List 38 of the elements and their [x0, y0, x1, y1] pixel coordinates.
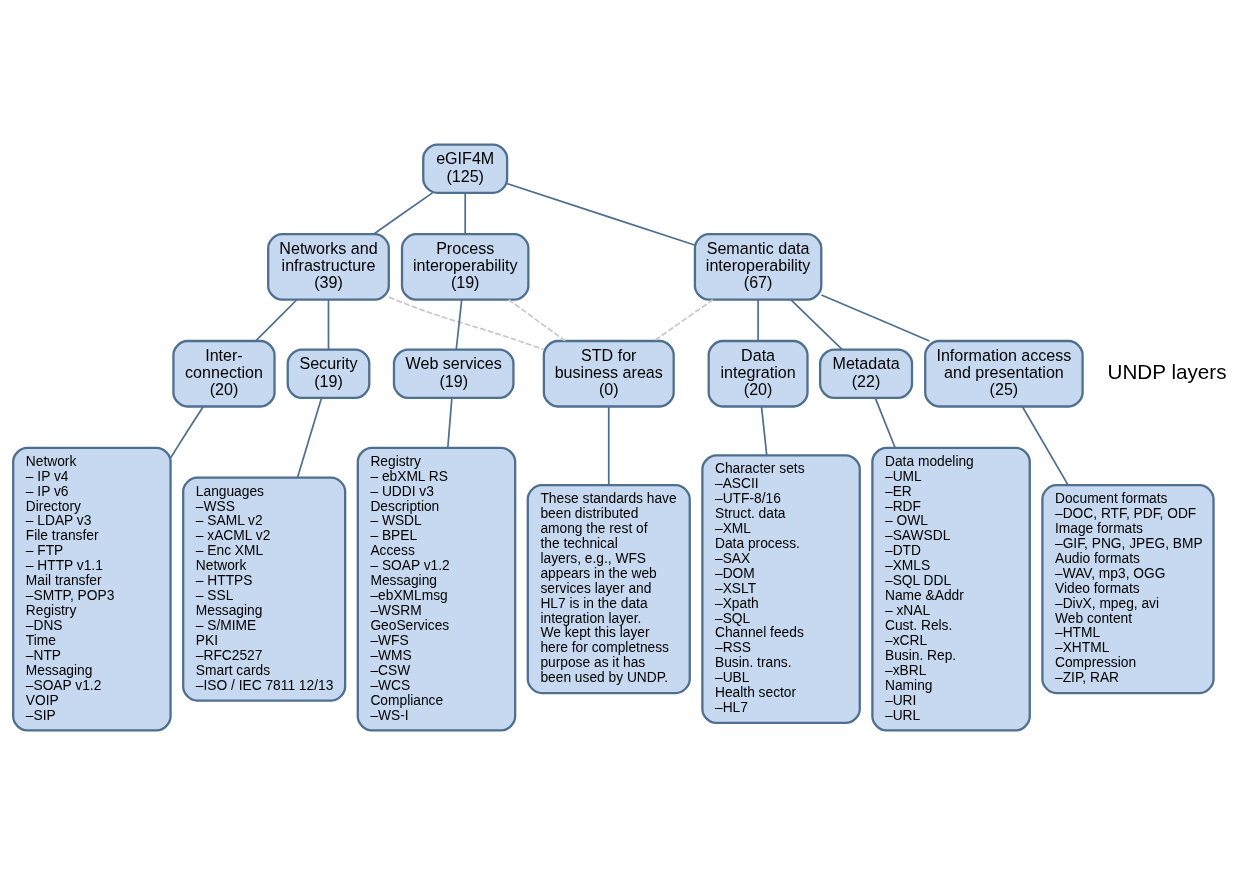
- connector: [789, 298, 843, 351]
- node-box: eGIF4M (125): [422, 143, 509, 194]
- connector: [464, 192, 467, 235]
- connector: [1021, 405, 1069, 486]
- connector: [874, 397, 896, 449]
- connector: [757, 299, 759, 342]
- node-box: Networks and infrastructure (39): [267, 233, 390, 301]
- connector: [607, 405, 610, 486]
- node-box: Languages –WSS – SAML v2 – xACML v2 – Enc XML Network – HTTPS – SSL Messaging – S/MIME PKI –RFC2527 Smart cards –ISO / IEC 7811 12/13: [182, 476, 347, 702]
- node-box: Inter-connection (20): [172, 339, 276, 408]
- node-box: Network – IP v4 – IP v6 Directory – LDAP v3 File transfer – FTP – HTTP v1.1 Mail transfer –SMTP, POP3 Registry –DNS Time –NTP Messaging –SOAP v1.2 VOIP –SIP: [12, 446, 172, 732]
- connector: [455, 299, 463, 351]
- node-box: Registry – ebXML RS – UDDI v3 Description – WSDL – BPEL Access – SOAP v1.2 Messaging –ebXMLmsg –WSRM GeoServices –WFS –WMS –CSW –WCS Compliance –WS-I: [356, 446, 517, 732]
- connector: [388, 296, 545, 351]
- connector: [506, 182, 696, 246]
- connector: [327, 299, 330, 351]
- connector: [760, 405, 768, 456]
- node-box: Character sets –ASCII –UTF-8/16 Struct. data –XML Data process. –SAX –DOM –XSLT –Xpath –SQL Channel feeds –RSS Busin. trans. –UBL Health sector –HL7: [701, 454, 861, 725]
- connector: [820, 294, 931, 342]
- node-box: Process interoperability (19): [400, 233, 530, 301]
- node-box: Web services (19): [392, 348, 515, 399]
- node-box: Data modeling –UML –ER –RDF – OWL –SAWSDL –DTD –XMLS –SQL DDL Name &Addr – xNAL Cust. Rels. –xCRL Busin. Rep. –xBRL Naming –URI –URL: [871, 446, 1031, 732]
- node-box: These standards have been distributed among the rest of the technical layers, e.g., WFS appears in the web services layer and HL7 is in the data integration layer. We kept this layer here for completness purpose as it has been used by UNDP.: [526, 484, 691, 695]
- connector: [653, 298, 714, 342]
- node-box: Data integration (20): [707, 339, 809, 408]
- node-box: Document formats –DOC, RTF, PDF, ODF Image formats –GIF, PNG, JPEG, BMP Audio formats –WAV, mp3, OGG Video formats –DivX, mpeg, avi Web content –HTML –XHTML Compression –ZIP, RAR: [1041, 484, 1215, 695]
- connector: [446, 397, 453, 449]
- node-box: Information access and presentation (25): [924, 339, 1084, 408]
- node-box: STD for business areas (0): [542, 339, 675, 408]
- node-box: Semantic data interoperability (67): [693, 233, 823, 301]
- connector: [169, 405, 204, 459]
- connector: [507, 298, 566, 342]
- connector: [296, 397, 323, 479]
- node-box: Security (19): [286, 348, 371, 399]
- connector: [254, 299, 298, 342]
- node-box: Metadata (22): [818, 348, 914, 399]
- connector: [373, 192, 434, 235]
- label: UNDP layers: [1107, 359, 1227, 383]
